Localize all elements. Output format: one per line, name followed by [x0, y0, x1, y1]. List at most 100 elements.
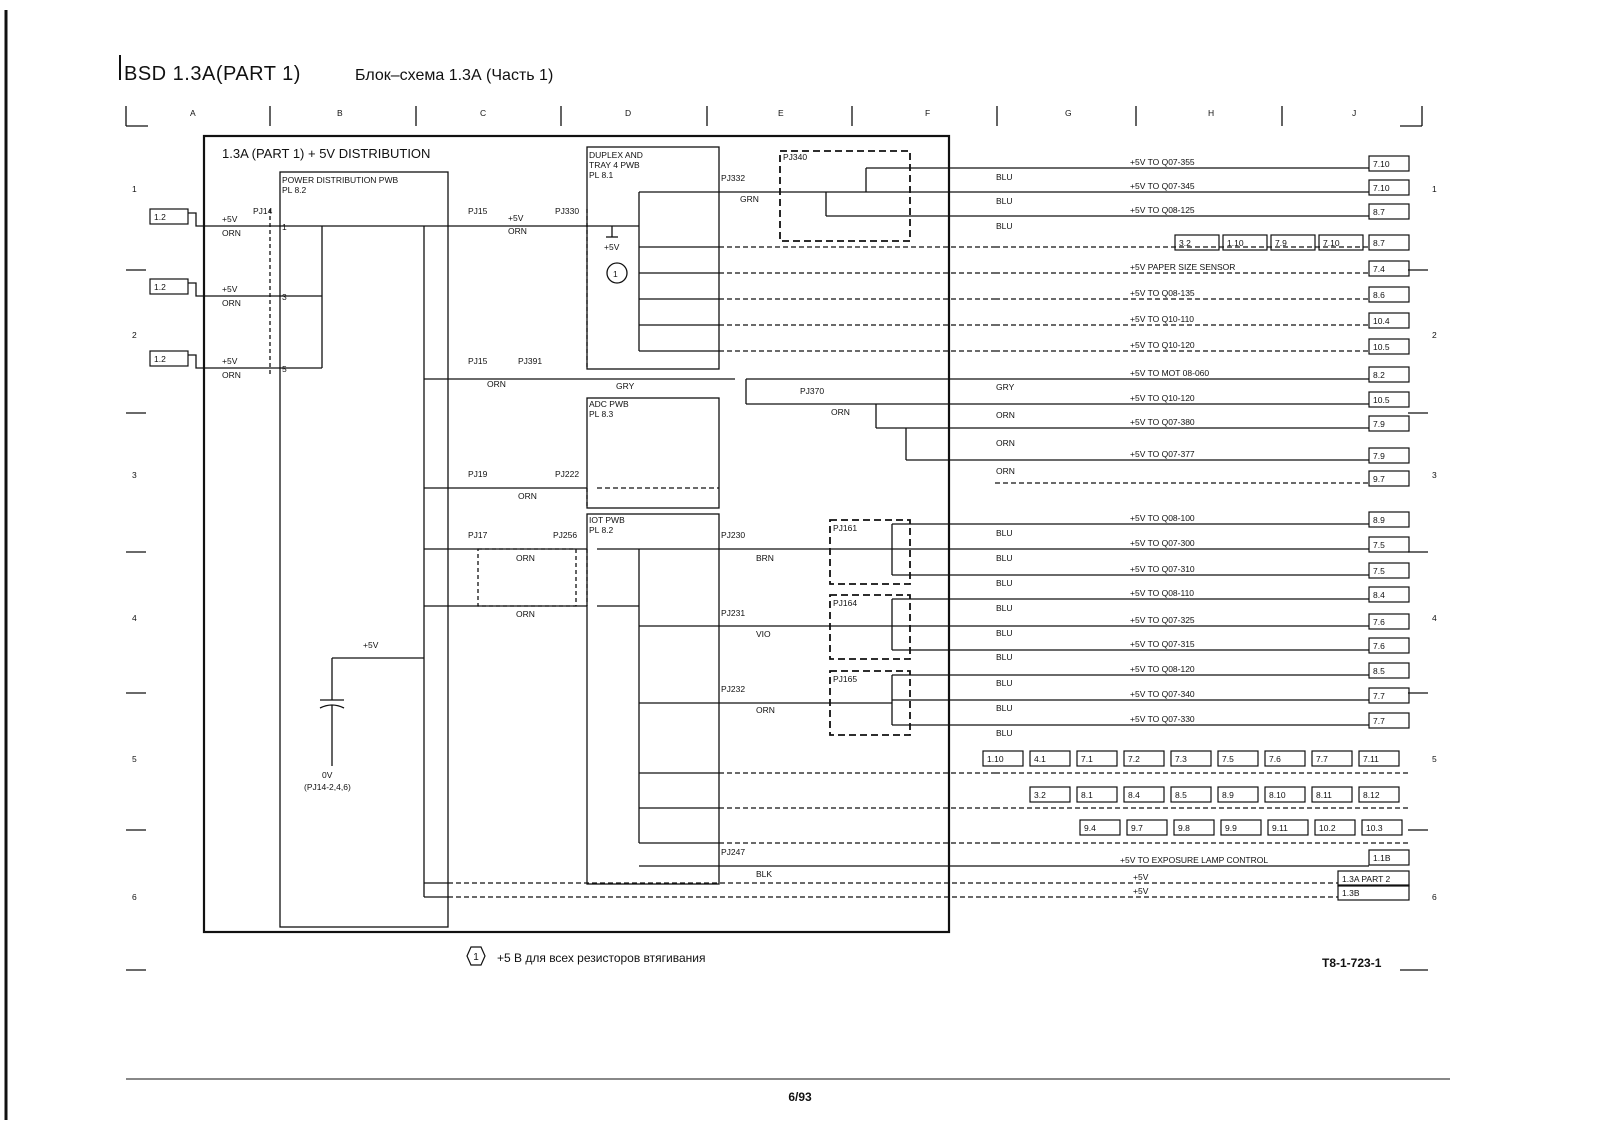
- output-ref-box: [1368, 613, 1410, 630]
- row-label: 6: [132, 892, 137, 902]
- svg-text:PJ19: PJ19: [468, 469, 488, 479]
- ref-row-box: 7.2: [1128, 754, 1140, 764]
- ov-label: 0V: [322, 770, 333, 780]
- output-label: +5V TO Q07-300: [1130, 538, 1195, 548]
- ref-row-box: 3.2: [1034, 790, 1046, 800]
- output-ref: 7.10: [1373, 183, 1390, 193]
- bottom-output-ref-box: [1337, 870, 1410, 887]
- ref-row-box-box: [1311, 786, 1353, 803]
- output-ref: 7.5: [1373, 540, 1385, 550]
- output-label: +5V TO Q07-315: [1130, 639, 1195, 649]
- ref-row-box-box: [1076, 786, 1118, 803]
- page-title-ru: Блок–схема 1.3А (Часть 1): [355, 67, 554, 84]
- output-label: +5V TO Q07-340: [1130, 689, 1195, 699]
- output-ref: 7.6: [1373, 641, 1385, 651]
- output-ref: 7.5: [1373, 566, 1385, 576]
- ref-row-box: 8.1: [1081, 790, 1093, 800]
- svg-text:PJ15: PJ15: [468, 356, 488, 366]
- output-ref: 7.4: [1373, 264, 1385, 274]
- output-ref-box: [1368, 338, 1410, 355]
- output-label: +5V TO Q07-355: [1130, 157, 1195, 167]
- column-label: H: [1208, 108, 1214, 118]
- wire-color-label: BLU: [996, 528, 1013, 538]
- ref-row-box-box: [1126, 819, 1168, 836]
- svg-text:GRY: GRY: [616, 381, 635, 391]
- output-ref: 8.5: [1373, 666, 1385, 676]
- ref-row-box-box: [1311, 750, 1353, 767]
- bottom-output-ref: 1.3B: [1342, 888, 1360, 898]
- ref-row-box-box: [1076, 750, 1118, 767]
- column-label: A: [190, 108, 196, 118]
- svg-text:PJ340: PJ340: [783, 152, 807, 162]
- output-ref-box: [1368, 447, 1410, 464]
- wire-color-label: BLU: [996, 703, 1013, 713]
- output-label: +5V TO Q08-100: [1130, 513, 1195, 523]
- ref-row-box-box: [1029, 750, 1071, 767]
- ref-row-box-box: [1029, 786, 1071, 803]
- ref-row-box-box: [1264, 786, 1306, 803]
- ref-row-box-box: [1123, 750, 1165, 767]
- document-id: T8-1-723-1: [1322, 956, 1382, 970]
- svg-text:PL 8.3: PL 8.3: [589, 409, 614, 419]
- svg-text:PL 8.1: PL 8.1: [589, 170, 614, 180]
- svg-text:ORN: ORN: [516, 553, 535, 563]
- row-label: 3: [132, 470, 137, 480]
- output-ref-box: [1368, 203, 1410, 220]
- wire-color-label: BLU: [996, 221, 1013, 231]
- output-label: +5V TO MOT 08-060: [1130, 368, 1209, 378]
- output-extra-ref: 7.10: [1323, 238, 1340, 248]
- output-ref: 8.4: [1373, 590, 1385, 600]
- output-label: +5V TO Q10-120: [1130, 393, 1195, 403]
- svg-text:GRN: GRN: [740, 194, 759, 204]
- row-label: 4: [132, 613, 137, 623]
- ref-row-box: 7.1: [1081, 754, 1093, 764]
- ref-row-box-box: [1361, 819, 1403, 836]
- output-label: +5V TO Q10-120: [1130, 340, 1195, 350]
- input-ref: 1.2: [154, 212, 166, 222]
- exposure-label: +5V TO EXPOSURE LAMP CONTROL: [1120, 855, 1268, 865]
- svg-text:PJ164: PJ164: [833, 598, 857, 608]
- output-label: +5V TO Q08-120: [1130, 664, 1195, 674]
- svg-text:BRN: BRN: [756, 553, 774, 563]
- column-label: G: [1065, 108, 1072, 118]
- svg-text:PJ161: PJ161: [833, 523, 857, 533]
- svg-text:PJ222: PJ222: [555, 469, 579, 479]
- wire-color-label: BLU: [996, 678, 1013, 688]
- row-label: 2: [132, 330, 137, 340]
- output-ref-box: [1368, 637, 1410, 654]
- output-extra-ref: 3.2: [1179, 238, 1191, 248]
- output-ref-box: [1368, 536, 1410, 553]
- svg-text:PJ332: PJ332: [721, 173, 745, 183]
- output-ref: 7.10: [1373, 159, 1390, 169]
- output-ref: 8.7: [1373, 238, 1385, 248]
- ref-row-box: 8.10: [1269, 790, 1286, 800]
- ref-row-box: 8.11: [1316, 790, 1332, 800]
- column-label: D: [625, 108, 631, 118]
- svg-text:BLK: BLK: [756, 869, 772, 879]
- row-label: 3: [1432, 470, 1437, 480]
- output-label: +5V TO Q07-330: [1130, 714, 1195, 724]
- duplex-pwb-label: DUPLEX AND: [589, 150, 643, 160]
- ref-row-box: 7.5: [1222, 754, 1234, 764]
- svg-text:PJ247: PJ247: [721, 847, 745, 857]
- ref-row-box-box: [1358, 786, 1400, 803]
- bottom-output-ref-box: [1337, 884, 1410, 901]
- output-ref: 7.7: [1373, 716, 1385, 726]
- ref-row-box-box: [1173, 819, 1215, 836]
- column-label: B: [337, 108, 343, 118]
- svg-text:PJ370: PJ370: [800, 386, 824, 396]
- input-ref-box: [149, 208, 189, 225]
- wire-color-label: BLU: [996, 603, 1013, 613]
- output-label: +5V PAPER SIZE SENSOR: [1130, 262, 1235, 272]
- ref-row-box-box: [1358, 750, 1400, 767]
- output-ref: 8.2: [1373, 370, 1385, 380]
- output-ref-box: [1368, 662, 1410, 679]
- page-number: 6/93: [788, 1090, 812, 1104]
- svg-text:PJ165: PJ165: [833, 674, 857, 684]
- output-extra-ref: 1.10: [1227, 238, 1244, 248]
- output-label: +5V TO Q08-110: [1130, 588, 1194, 598]
- output-ref: 10.4: [1373, 316, 1390, 326]
- input-wire: [188, 354, 280, 369]
